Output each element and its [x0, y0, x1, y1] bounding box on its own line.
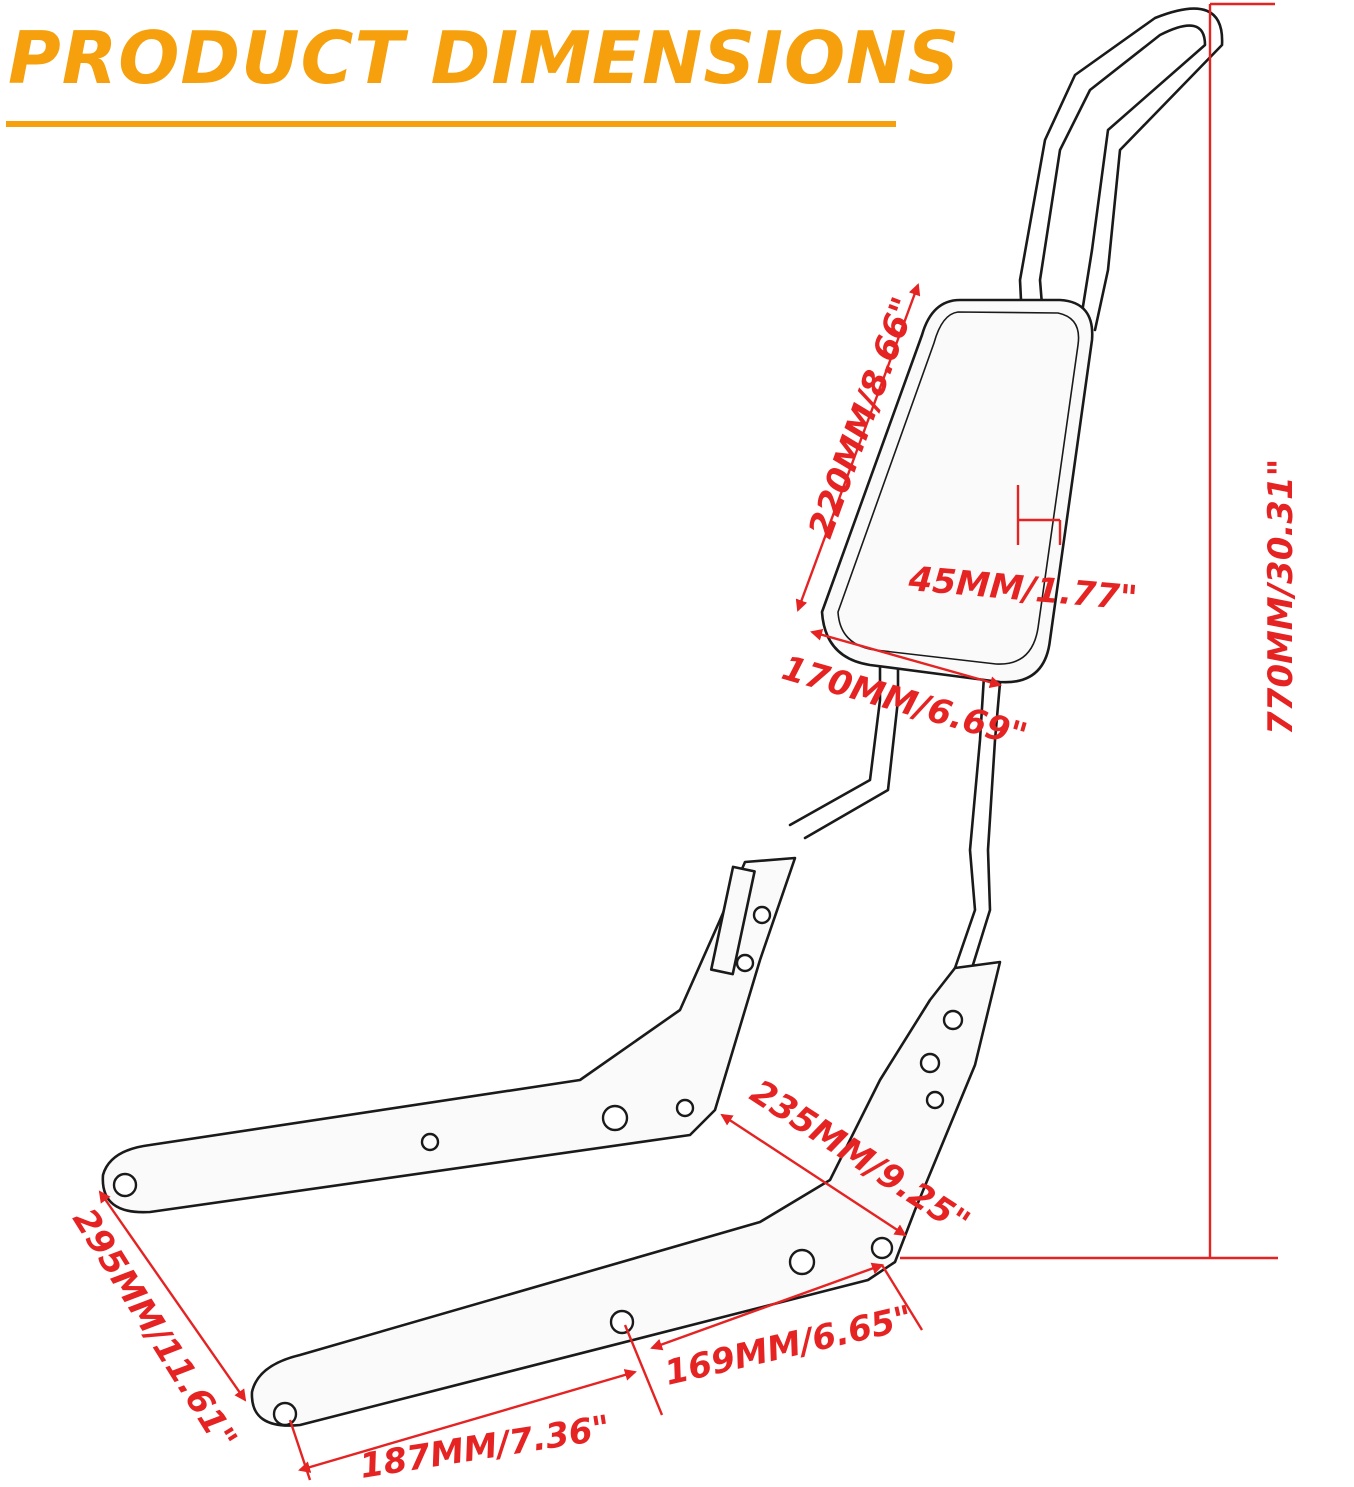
front-hole-spacing-label: 187MM/7.36" [357, 1408, 613, 1487]
title-underline [6, 121, 896, 127]
dimension-lines [98, 2, 1278, 1481]
mount-width-label: 295MM/11.61" [64, 1202, 244, 1458]
left-side-plate [101, 856, 797, 1214]
page-title: PRODUCT DIMENSIONS [8, 16, 961, 100]
total-height-label: 770MM/30.31" [1261, 459, 1301, 735]
